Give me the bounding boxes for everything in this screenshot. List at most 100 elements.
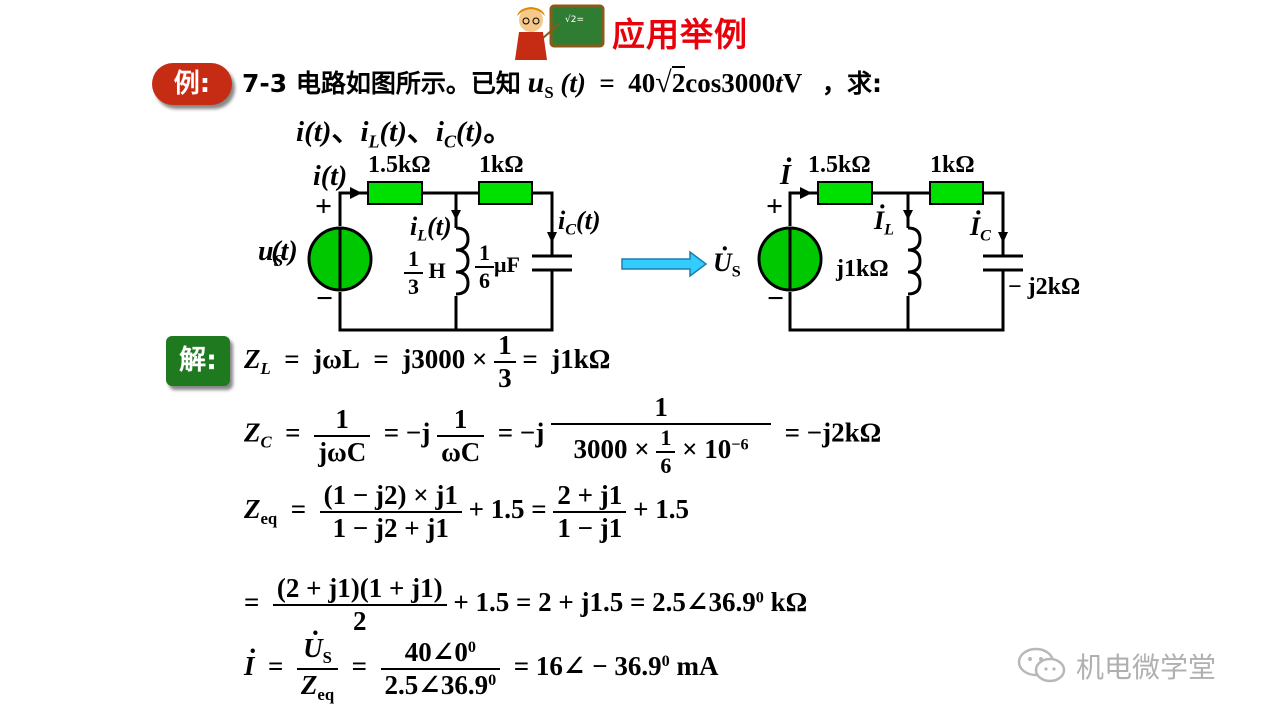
L-unit: H: [428, 258, 446, 284]
l4-expr: + 1.5 = 2 + j1.5 = 2.5∠36.9: [453, 587, 756, 618]
l3-eq: =: [290, 494, 307, 525]
phasor-source-sub: S: [731, 263, 741, 281]
l3-f1-num: (1 − j2) × j1: [319, 480, 462, 513]
l2-lhs-sub: C: [260, 432, 272, 452]
iC-sub: C: [565, 221, 576, 239]
l2-f3-den-fn: 1: [656, 425, 676, 453]
phasor-r2-label: 1kΩ: [930, 152, 975, 178]
l5-f2-den-deg: 0: [488, 670, 497, 689]
r1-label: 1.5kΩ: [368, 152, 431, 178]
sqrt-value: 2: [671, 66, 686, 98]
us-eq: =: [599, 68, 615, 98]
l5-eq-2: =: [351, 651, 368, 682]
voltage-source: [307, 226, 373, 292]
l3-f2-den: 1 − j1: [557, 513, 623, 543]
l5-f1-num: US: [296, 618, 339, 670]
iC-var: i: [558, 206, 566, 235]
us-t: t: [775, 68, 783, 98]
phasor-ZC-label: − j2kΩ: [1008, 274, 1081, 300]
resistor-r2: [478, 181, 533, 205]
l2-minus-j-1: = −j: [383, 417, 431, 448]
find-i: i: [296, 116, 305, 148]
find-iL: i: [360, 116, 369, 148]
L-num: 1: [404, 246, 423, 274]
l5-result: = 16∠ − 36.9: [513, 651, 662, 682]
slide-title: 应用举例: [612, 15, 748, 54]
us-var: u: [527, 66, 545, 99]
find-sep-2: 、: [406, 116, 436, 148]
phasor-IL-var: I: [874, 192, 887, 236]
l1-j3000: j3000 ×: [402, 344, 488, 375]
l3-plus-1: + 1.5 =: [468, 494, 547, 525]
l5-unit: mA: [669, 651, 719, 682]
phasor-minus-sign: −: [767, 282, 785, 315]
l1-eq-1: =: [284, 344, 300, 375]
l4-frac-den: 2: [353, 606, 367, 636]
l2-result: = −j2kΩ: [784, 417, 882, 448]
l5-f1-num-var: U: [303, 618, 323, 664]
l5-f1-num-sub: S: [322, 647, 332, 667]
resistor-r1: [367, 181, 423, 205]
l1-jwl: jωL: [313, 344, 360, 375]
current-iL-label: iL(t): [410, 212, 452, 246]
iC-arg: (t): [575, 206, 601, 235]
l1-eq-3: =: [522, 344, 538, 375]
l3-f1-den: 1 − j2 + j1: [332, 513, 449, 543]
phasor-IC-sub: C: [980, 227, 991, 245]
l1-frac-den: 3: [498, 363, 512, 393]
l2-f3-den-b: × 10: [682, 434, 732, 465]
find-iC-sub: C: [443, 131, 456, 152]
l5-f2-num-val: 40∠0: [404, 636, 468, 667]
find-iL-arg: (t): [379, 116, 407, 148]
phasor-IL-label: IL: [874, 192, 894, 240]
l5-f2-den: 2.5∠36.90: [381, 670, 501, 701]
l3-lhs-sub: eq: [260, 509, 278, 529]
l1-result: j1kΩ: [551, 344, 611, 375]
find-iC: i: [435, 116, 444, 148]
phasor-IC-var: I: [970, 198, 983, 242]
C-num: 1: [475, 240, 494, 268]
source-sub: S: [273, 251, 284, 271]
us-sub: S: [544, 82, 554, 102]
voltage-source-phasor: [757, 226, 823, 292]
problem-ask: ，求:: [822, 69, 882, 98]
l5-f2-num-deg: 0: [467, 637, 477, 656]
solution-line-Zeq-result: = (2 + j1)(1 + j1)2 + 1.5 = 2 + j1.5 = 2…: [244, 573, 807, 637]
l2-f1-num: 1: [314, 404, 371, 437]
l5-f1-den-var: Z: [300, 669, 318, 700]
l3-lhs: Z: [244, 494, 261, 525]
l1-eq-2: =: [373, 344, 389, 375]
us-amp: 40: [628, 68, 656, 98]
l5-f1-den: Zeq: [297, 670, 338, 705]
current-i-label: i(t): [313, 161, 348, 192]
l2-f1-den: jωC: [318, 436, 367, 467]
l2-f3-den-fd: 6: [660, 453, 672, 478]
r2-label: 1kΩ: [479, 152, 524, 178]
transform-arrow-icon: [621, 250, 708, 278]
iL-arg: (t): [427, 212, 452, 241]
problem-line-1: 7-3 电路如图所示。已知 uS (t) = 40√2cos3000tV ，求:: [242, 64, 882, 103]
phasor-IC-label: IC: [970, 198, 991, 246]
l3-f2-num: 2 + j1: [553, 480, 627, 513]
l2-minus-j-2: = −j: [497, 417, 545, 448]
phasor-r1-label: 1.5kΩ: [808, 152, 871, 178]
plus-sign: +: [315, 190, 333, 223]
iL-sub: L: [417, 227, 428, 245]
source-label: uS(t): [258, 236, 298, 271]
teacher-icon: √2=: [515, 4, 605, 60]
wechat-icon: [1017, 647, 1066, 683]
us-func: cos3000: [685, 68, 776, 98]
l5-result-deg: 0: [661, 652, 670, 671]
l4-deg: 0: [755, 588, 764, 607]
phasor-IL-sub: L: [884, 221, 894, 239]
resistor-phasor-r1: [817, 181, 873, 205]
l4-eq: =: [244, 587, 260, 618]
l4-unit: kΩ: [763, 587, 808, 618]
l1-lhs: Z: [244, 344, 261, 375]
C-unit: μF: [494, 252, 520, 278]
find-sep-1: 、: [331, 116, 361, 148]
